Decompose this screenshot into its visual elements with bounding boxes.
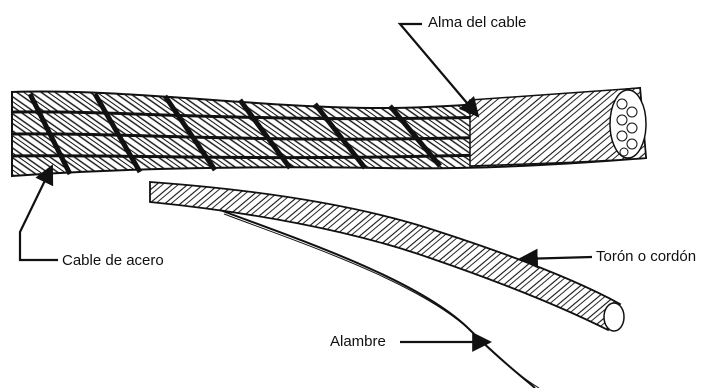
cable-core — [470, 88, 646, 166]
label-cable-de-acero: Cable de acero — [62, 253, 164, 268]
label-toron-o-cordon: Torón o cordón — [596, 249, 696, 264]
cable-acero-callout-arrow — [20, 166, 58, 260]
label-alambre: Alambre — [330, 334, 386, 349]
callouts — [20, 24, 592, 342]
toron-callout-arrow — [520, 257, 592, 259]
label-alma-del-cable: Alma del cable — [428, 15, 526, 30]
alma-callout-arrow — [400, 24, 478, 116]
strand — [150, 182, 624, 331]
